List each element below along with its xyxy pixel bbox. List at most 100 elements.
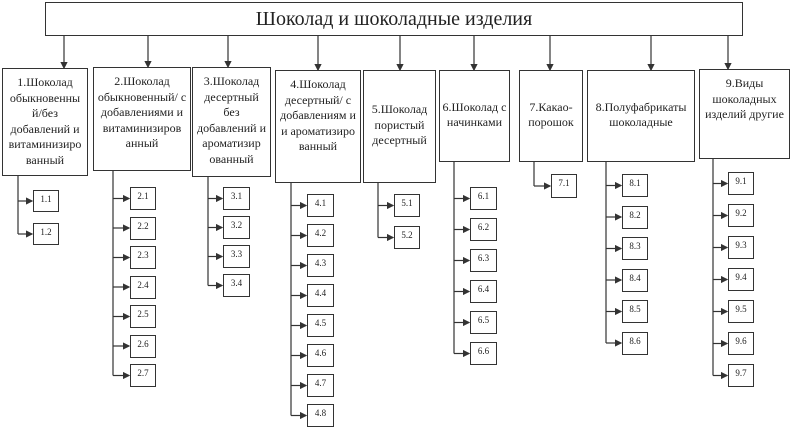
subitem-label: 2.3 [137,250,149,260]
category-label: 4.Шоколад десертный/ с добавлениям и и а… [280,77,356,153]
subitem-label: 8.2 [629,209,641,220]
subitem-box: 8.6 [622,331,648,355]
subitem-label: 2.2 [137,220,149,231]
subitem-box: 7.1 [551,174,577,198]
subitem-box: 9.4 [728,268,754,291]
subitem-label: 6.2 [477,222,490,232]
subitem-box: 5.2 [394,226,420,249]
subitem-box: 4.6 [307,344,334,367]
subitem-box: 6.1 [470,187,497,210]
subitem-label: 8.4 [629,272,641,283]
subitem-box: 2.6 [130,334,156,358]
subitem-box: 9.3 [728,236,754,259]
subitem-box: 3.4 [223,274,250,297]
subitem-box: 9.2 [728,204,754,227]
category-label: 7.Какао-порошок [528,99,574,130]
subitem-box: 9.1 [728,172,754,195]
subitem-box: 1.1 [33,190,59,212]
subitem-box: 4.3 [307,254,334,277]
category-box-8: 8.Полуфабрикаты шоколадные [587,70,695,162]
subitem-label: 8.6 [629,335,641,346]
subitem-label: 2.7 [137,368,149,378]
subitem-box: 2.1 [130,187,156,210]
category-box-5: 5.Шоколад пористый десертный [363,70,436,183]
category-label: 1.Шоколад обыкновенны й/без добавлений и… [8,75,82,167]
subitem-label: 1.1 [40,194,52,204]
subitem-box: 2.4 [130,275,156,299]
subitem-label: 3.4 [230,278,243,288]
category-box-3: 3.Шоколад десертный без добавлений и аро… [192,67,271,177]
category-box-7: 7.Какао-порошок [519,70,583,162]
root-title: Шоколад и шоколадные изделия [255,7,533,30]
subitem-label: 3.3 [230,249,243,259]
subitem-label: 6.3 [477,253,490,263]
subitem-label: 5.2 [401,230,413,240]
subitem-label: 9.6 [735,336,747,346]
category-label: 2.Шоколад обыкновенный/ с добавлениями и… [97,74,187,150]
subitem-box: 6.2 [470,218,497,241]
subitem-label: 2.4 [137,279,149,290]
subitem-box: 8.1 [622,174,648,197]
subitem-box: 8.2 [622,205,648,229]
subitem-box: 2.7 [130,364,156,387]
subitem-label: 5.1 [401,198,413,208]
subitem-box: 5.1 [394,194,420,217]
subitem-box: 3.2 [223,216,250,239]
category-box-9: 9.Виды шоколадных изделий другие [699,69,790,159]
subitem-box: 6.5 [470,311,497,334]
subitem-label: 9.2 [735,208,747,218]
subitem-box: 4.5 [307,314,334,337]
subitem-box: 8.4 [622,268,648,292]
subitem-label: 9.5 [735,304,747,314]
subitem-box: 8.3 [622,237,648,260]
subitem-label: 8.5 [629,304,641,314]
subitem-label: 4.7 [314,378,327,388]
category-box-2: 2.Шоколад обыкновенный/ с добавлениями и… [93,67,191,171]
category-label: 9.Виды шоколадных изделий другие [705,76,784,121]
subitem-box: 2.3 [130,246,156,269]
subitem-label: 2.1 [137,191,149,201]
subitem-box: 3.1 [223,187,250,210]
subitem-label: 6.1 [477,191,490,201]
subitem-box: 4.8 [307,404,334,427]
subitem-box: 4.2 [307,224,334,247]
subitem-label: 4.1 [314,198,327,208]
subitem-label: 4.4 [314,288,327,298]
subitem-label: 4.2 [314,228,327,238]
category-label: 3.Шоколад десертный без добавлений и аро… [196,74,267,166]
subitem-label: 6.5 [477,315,490,325]
category-label: 8.Полуфабрикаты шоколадные [595,99,687,130]
subitem-box: 4.7 [307,374,334,397]
subitem-box: 2.5 [130,305,156,328]
subitem-label: 2.6 [137,338,149,349]
subitem-label: 6.4 [477,284,490,294]
subitem-label: 8.3 [629,241,641,251]
subitem-box: 8.5 [622,300,648,323]
subitem-label: 9.7 [735,368,747,378]
category-label: 6.Шоколад с начинками [442,99,507,130]
subitem-box: 6.3 [470,249,497,272]
subitem-label: 9.3 [735,240,747,250]
subitem-label: 9.1 [735,176,747,186]
subitem-label: 4.8 [314,408,327,418]
category-box-1: 1.Шоколад обыкновенны й/без добавлений и… [2,68,88,176]
subitem-label: 1.2 [40,227,52,237]
category-box-4: 4.Шоколад десертный/ с добавлениям и и а… [275,70,361,183]
subitem-box: 4.1 [307,194,334,217]
subitem-label: 4.5 [314,318,327,328]
subitem-label: 6.6 [477,346,490,356]
subitem-box: 6.4 [470,280,497,303]
subitem-label: 3.1 [230,191,243,201]
subitem-label: 9.4 [735,272,747,282]
subitem-box: 9.6 [728,332,754,355]
subitem-label: 2.5 [137,309,149,319]
subitem-label: 7.1 [558,178,570,188]
subitem-label: 4.3 [314,258,327,268]
category-box-6: 6.Шоколад с начинками [439,70,510,162]
subitem-label: 8.1 [629,178,641,188]
category-label: 5.Шоколад пористый десертный [371,102,428,148]
subitem-box: 4.4 [307,284,334,307]
root-title-box: Шоколад и шоколадные изделия [45,2,743,36]
subitem-box: 3.3 [223,245,250,268]
